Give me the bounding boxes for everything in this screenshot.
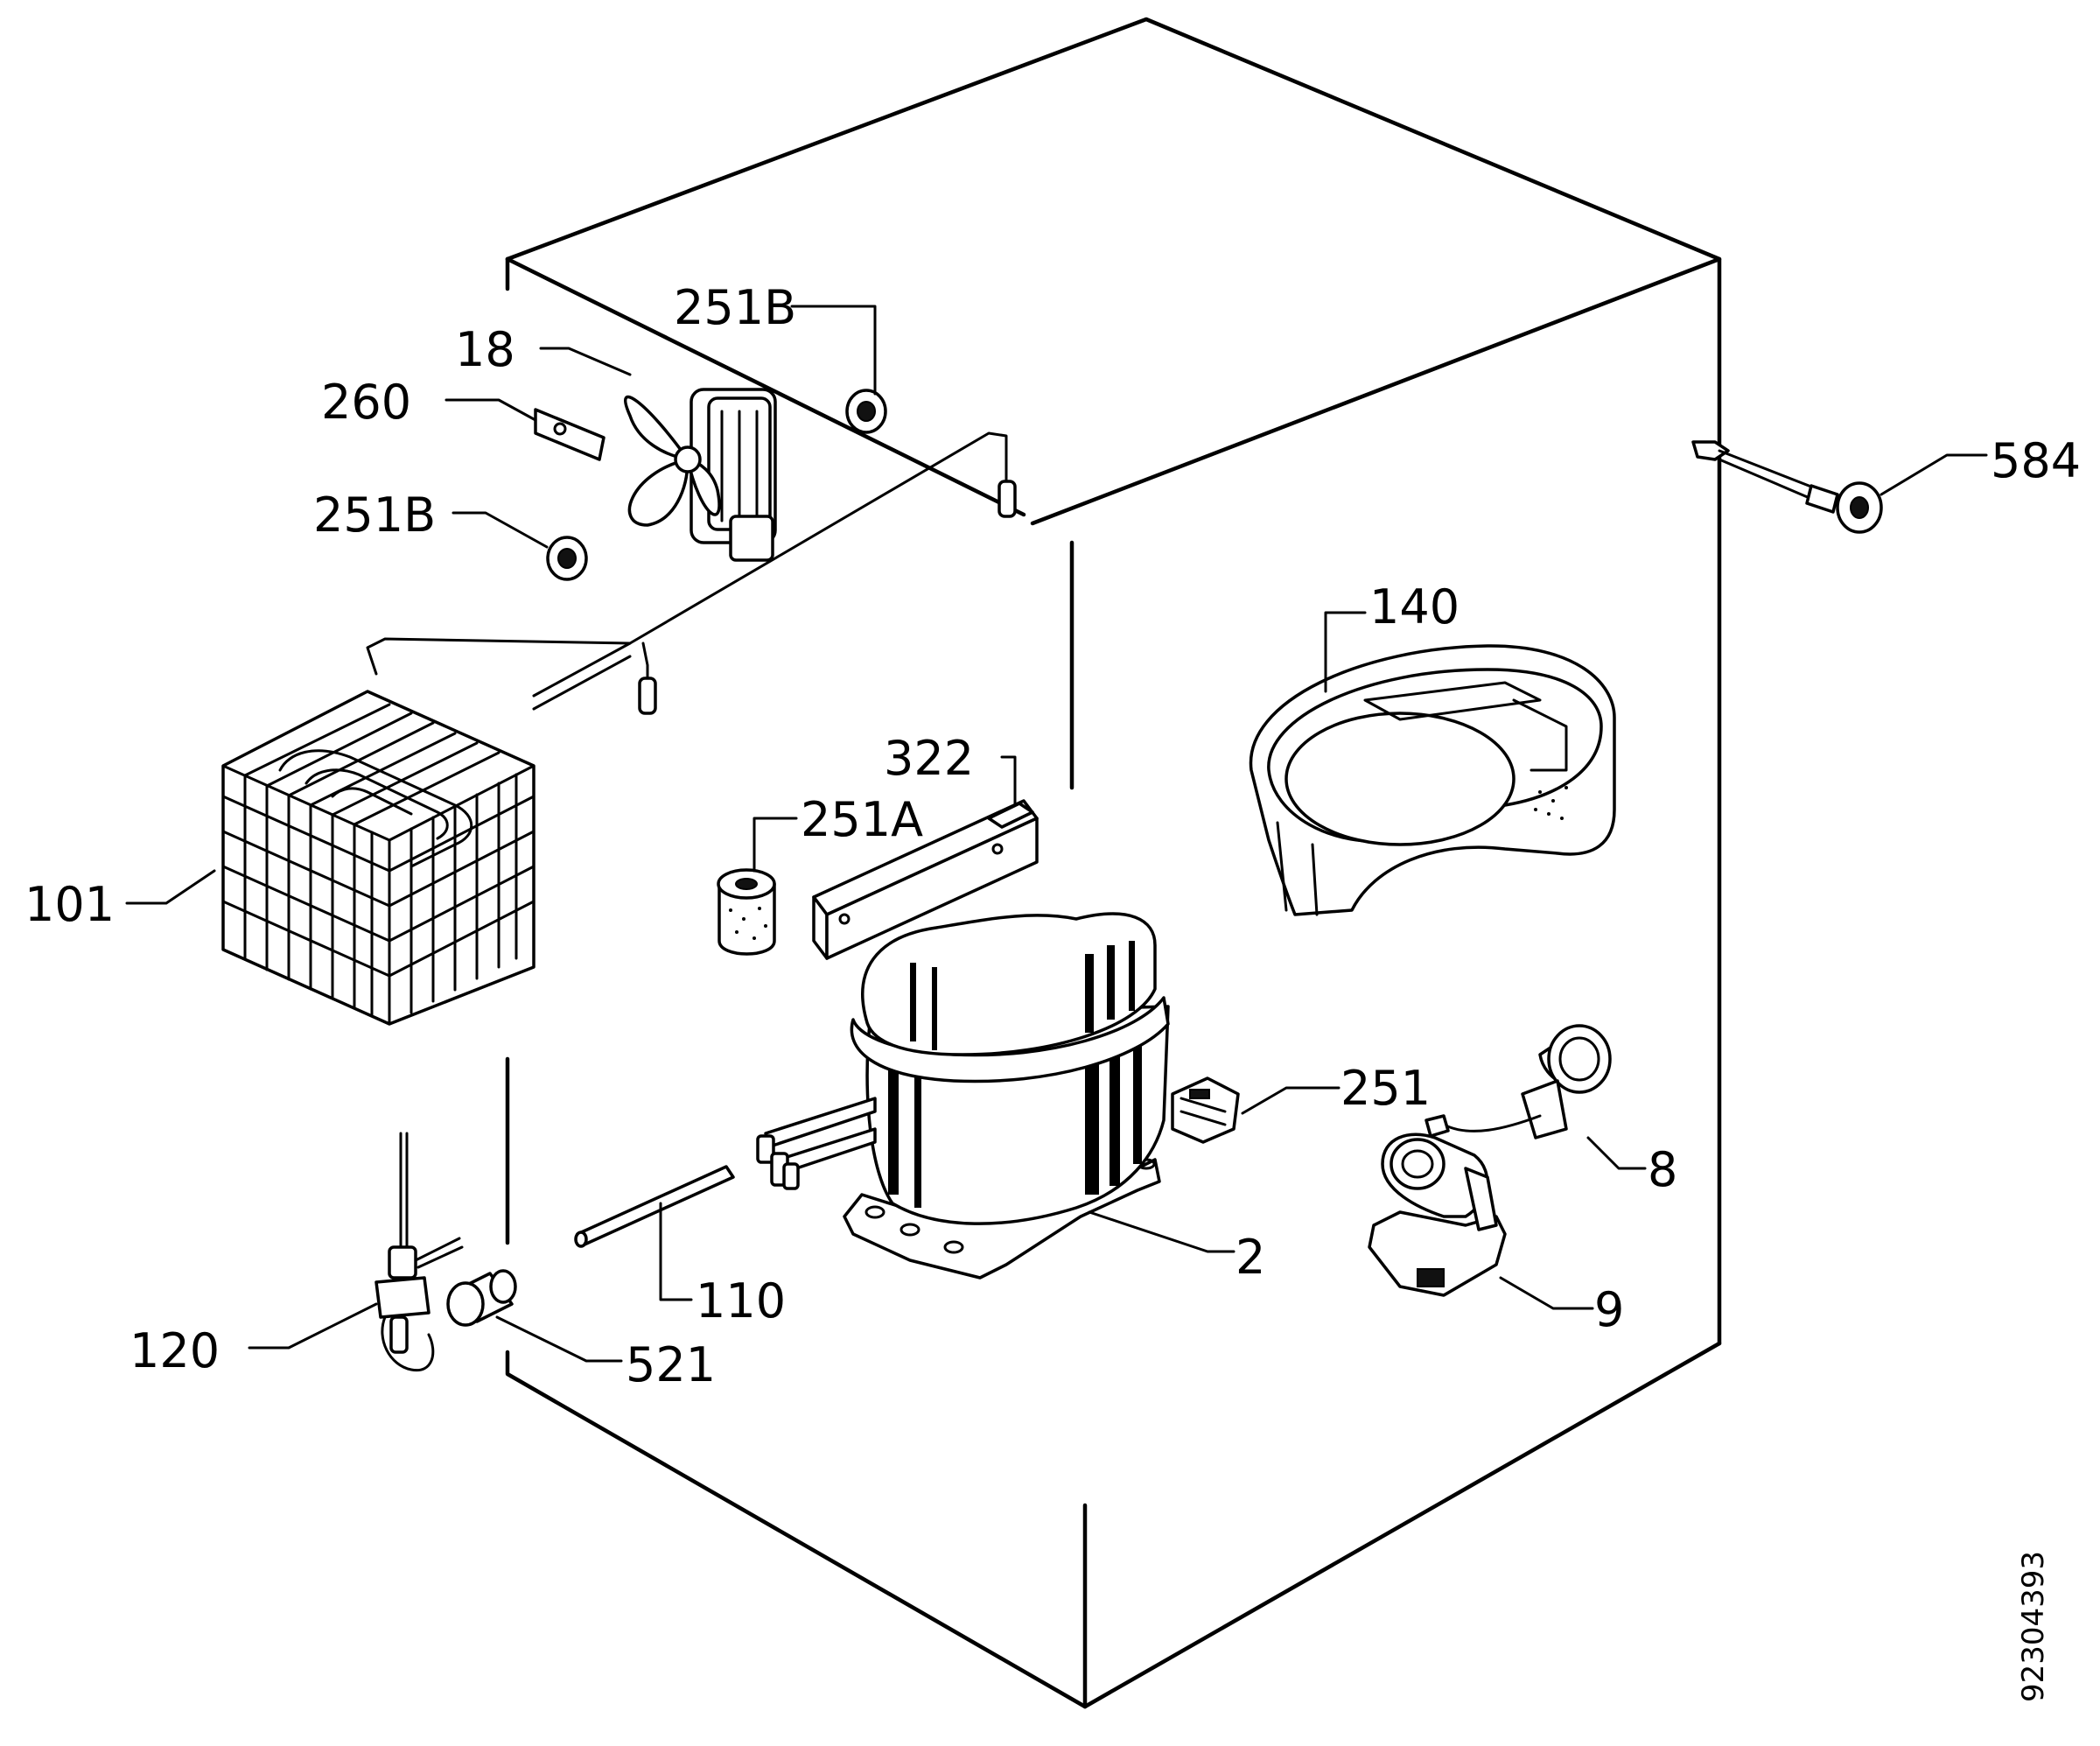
capillary-tube (366, 431, 1017, 715)
label-rail: 322 (884, 731, 974, 786)
evaporator-grid (221, 703, 536, 1018)
tray-vent (1534, 786, 1568, 820)
label-grommet-top: 251B (674, 280, 796, 335)
part-labels: 18 251B 260 251B 101 140 322 251A 584 2 … (24, 280, 2081, 1702)
label-compressor: 2 (1236, 1230, 1265, 1285)
label-grommet-left: 251B (313, 487, 436, 543)
ground-lug (1691, 440, 1883, 534)
fan-motor (624, 388, 777, 562)
valve (374, 1132, 464, 1372)
drain-tray (1249, 644, 1616, 916)
dome-stripes (910, 941, 1135, 1050)
rubber-damper (717, 868, 776, 956)
tube (574, 1165, 735, 1248)
grommet-left (546, 536, 588, 581)
label-bracket: 260 (321, 375, 411, 430)
overload-protector (1368, 1132, 1507, 1297)
compressor (756, 912, 1170, 1280)
label-evaporator: 101 (24, 877, 115, 932)
leader-lines (125, 305, 1988, 1363)
label-relay-clip: 251 (1340, 1061, 1431, 1116)
drawing-number: 92304393 (2016, 1551, 2051, 1702)
compressor-stripes (888, 1033, 1142, 1208)
bracket (534, 408, 606, 461)
starter-relay (1424, 1024, 1612, 1139)
damper-texture (729, 907, 767, 940)
evaporator (221, 690, 536, 1026)
label-damper: 251A (801, 792, 923, 847)
cabinet-outline (505, 17, 1722, 1709)
label-overload: 9 (1594, 1282, 1624, 1337)
label-starter: 8 (1648, 1142, 1677, 1197)
cap (446, 1269, 517, 1327)
label-drain-tray: 140 (1369, 579, 1460, 635)
grommet-top (845, 389, 887, 434)
label-ground-lug: 584 (1991, 433, 2081, 488)
mounting-rail (812, 799, 1039, 960)
label-valve: 120 (130, 1323, 220, 1378)
compressor-pipes (756, 1097, 877, 1190)
label-cap: 521 (626, 1337, 716, 1392)
label-fan-motor: 18 (455, 322, 515, 377)
relay-clip (1171, 1076, 1240, 1144)
label-tube: 110 (696, 1273, 786, 1329)
